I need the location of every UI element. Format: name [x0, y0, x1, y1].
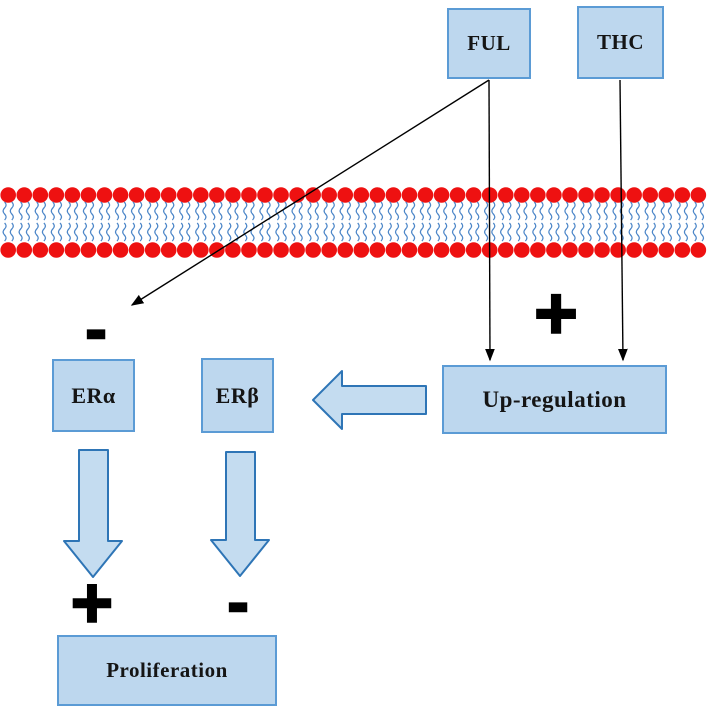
node-ful: FUL: [447, 8, 531, 79]
arrow-thc-to-upregulation: [617, 79, 628, 362]
node-proliferation-label: Proliferation: [106, 658, 228, 682]
minus-sign-proliferation: -: [226, 575, 250, 635]
node-thc-label: THC: [596, 30, 644, 54]
plus-sign-up-regulation: +: [530, 278, 582, 346]
node-ful-label: FUL: [467, 31, 511, 55]
plus-sign-proliferation: +: [67, 570, 117, 635]
node-er-alpha: ERα: [52, 359, 135, 432]
arrow-ful-to-eralpha: [130, 79, 490, 306]
node-up-regulation-label: Up-regulation: [482, 386, 627, 412]
node-up-regulation: Up-regulation: [442, 365, 667, 434]
arrow-upregulation-to-erbeta: [312, 370, 427, 430]
node-thc: THC: [577, 6, 664, 79]
arrow-erbeta-to-proliferation: [210, 451, 270, 577]
block-arrows: [63, 370, 427, 578]
edge-lines: [130, 79, 628, 362]
arrow-eralpha-to-proliferation: [63, 449, 123, 578]
arrow-ful-to-upregulation: [485, 79, 495, 362]
minus-sign-er-alpha: -: [84, 302, 108, 362]
node-proliferation: Proliferation: [57, 635, 277, 706]
node-er-alpha-label: ERα: [71, 382, 116, 408]
lipid-bilayer-membrane: [0, 187, 707, 258]
node-er-beta-label: ERβ: [215, 382, 260, 408]
node-er-beta: ERβ: [201, 358, 274, 433]
